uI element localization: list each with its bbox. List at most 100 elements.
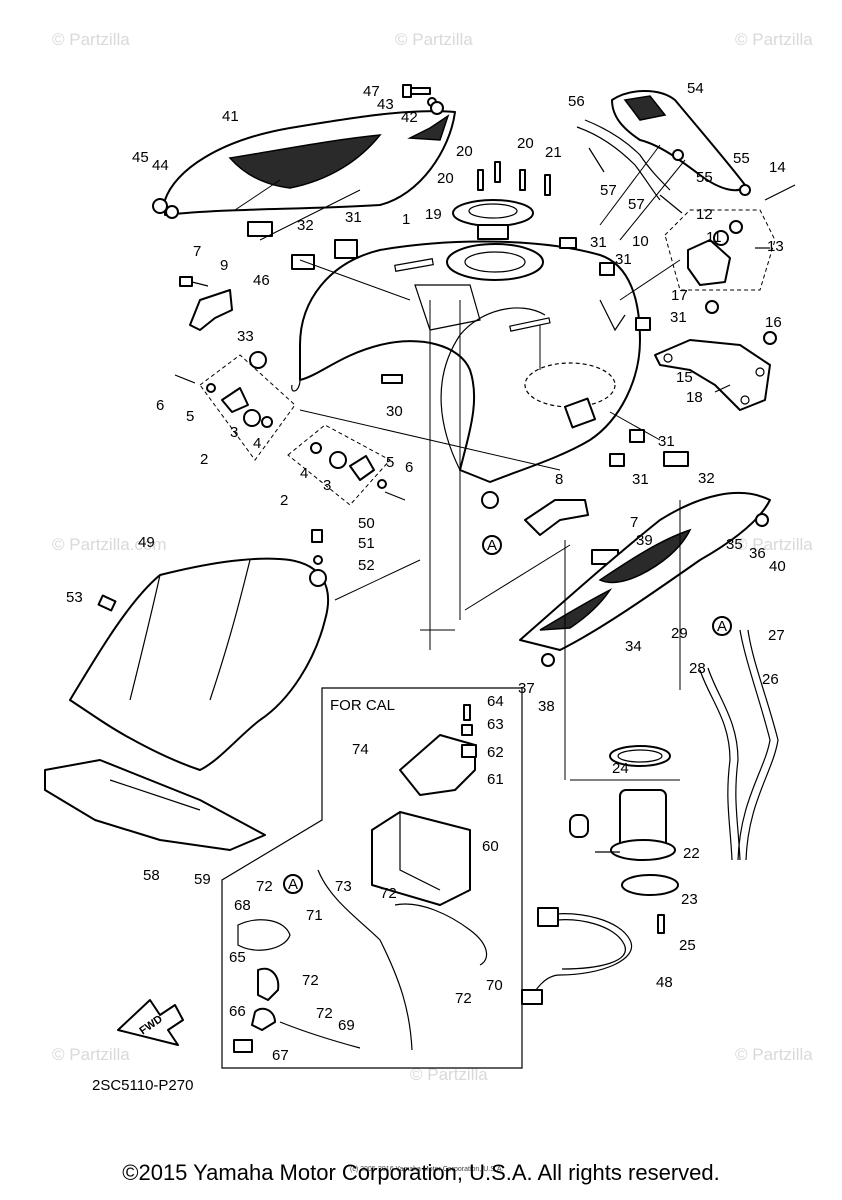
watermark: © Partzilla: [410, 1065, 488, 1084]
callout-22: 22: [683, 845, 700, 862]
hose-26: [737, 629, 771, 861]
watermark: © Partzilla.com: [52, 535, 167, 554]
callout-2: 2: [200, 451, 208, 468]
callout-43: 43: [377, 96, 394, 113]
callout-55: 55: [733, 150, 750, 167]
watermarks: © Partzilla © Partzilla © Partzilla © Pa…: [52, 30, 813, 1084]
grommet-28: [481, 491, 499, 509]
callout-13: 13: [767, 238, 784, 255]
callout-31: 31: [345, 209, 362, 226]
diagram-code: 2SC5110-P270: [92, 1077, 193, 1094]
watermark: © Partzilla: [735, 30, 813, 49]
ref-circle-a: [712, 616, 732, 636]
callout-32: 32: [297, 217, 314, 234]
callout-50: 50: [358, 515, 375, 532]
callout-6: 6: [405, 459, 413, 476]
callout-68: 68: [234, 897, 251, 914]
hose-28-edge: [707, 667, 741, 861]
callout-40: 40: [769, 558, 786, 575]
bolt-53: [97, 594, 117, 612]
callout-5: 5: [186, 408, 194, 425]
callout-25: 25: [679, 937, 696, 954]
pad-32: [291, 254, 315, 270]
callout-56: 56: [568, 93, 585, 110]
bolt-47: [402, 84, 444, 115]
hose-26-edge: [745, 629, 779, 861]
callout-31: 31: [615, 251, 632, 268]
callout-74: 74: [352, 741, 369, 758]
callout-12: 12: [696, 206, 713, 223]
callout-55: 55: [696, 169, 713, 186]
small-copyright: (c) 2005-2016 Yamaha Motor Corporation, …: [350, 1166, 503, 1173]
connector: [537, 907, 559, 927]
callout-32: 32: [698, 470, 715, 487]
callout-73: 73: [335, 878, 352, 895]
callout-72: 72: [256, 878, 273, 895]
clip-31: [599, 262, 615, 276]
callout-72: 72: [302, 972, 319, 989]
clip-31: [559, 237, 577, 249]
callout-18: 18: [686, 389, 703, 406]
ref-circle-a: [283, 874, 303, 894]
for-cal-label: FOR CAL: [330, 697, 395, 714]
callout-30: 30: [386, 403, 403, 420]
callout-16: 16: [765, 314, 782, 331]
clip-31: [635, 317, 651, 331]
callout-51: 51: [358, 535, 375, 552]
callout-23: 23: [681, 891, 698, 908]
copyright-footer: ©2015 Yamaha Motor Corporation, U.S.A. A…: [122, 1160, 720, 1185]
callout-9: 9: [220, 257, 228, 274]
construction-lines: [234, 144, 686, 781]
callout-33: 33: [237, 328, 254, 345]
damper-set-lower: [287, 424, 406, 506]
callout-5: 5: [386, 454, 394, 471]
callout-72: 72: [455, 990, 472, 1007]
ref-circle-a: [482, 535, 502, 555]
hose-48: [529, 913, 633, 1001]
callout-58: 58: [143, 867, 160, 884]
callout-72: 72: [380, 885, 397, 902]
callout-11: 11: [706, 229, 722, 246]
callout-59: 59: [194, 871, 211, 888]
callout-41: 41: [222, 108, 239, 125]
watermark: © Partzilla: [395, 30, 473, 49]
callout-28: 28: [689, 660, 706, 677]
bracket-left: [179, 276, 233, 331]
clip-31: [629, 429, 645, 443]
callout-34: 34: [625, 638, 642, 655]
filler-cap: [452, 161, 551, 240]
callout-31: 31: [670, 309, 687, 326]
callout-49: 49: [138, 534, 155, 551]
callout-37: 37: [518, 680, 535, 697]
callout-62: 62: [487, 744, 504, 761]
hose-48-edge: [547, 919, 627, 970]
callout-31: 31: [632, 471, 649, 488]
pad-46: [247, 221, 273, 237]
callout-64: 64: [487, 693, 504, 710]
pad-30: [381, 374, 403, 384]
callout-6: 6: [156, 397, 164, 414]
callout-70: 70: [486, 977, 503, 994]
callout-2: 2: [280, 492, 288, 509]
callout-57: 57: [600, 182, 617, 199]
callout-35: 35: [726, 536, 743, 553]
bracket-8: [524, 499, 589, 536]
side-cover-49: [69, 529, 330, 771]
callout-63: 63: [487, 716, 504, 733]
ref-a-label: A: [487, 537, 497, 554]
fuel-pump: [569, 745, 679, 934]
callout-67: 67: [272, 1047, 289, 1064]
callout-54: 54: [687, 80, 704, 97]
callout-21: 21: [545, 144, 562, 161]
callout-71: 71: [306, 907, 323, 924]
watermark: © Partzilla: [52, 1045, 130, 1064]
callout-38: 38: [538, 698, 555, 715]
callout-45: 45: [132, 149, 149, 166]
callout-24: 24: [612, 760, 629, 777]
callout-53: 53: [66, 589, 83, 606]
ref-a-label: A: [717, 618, 727, 635]
callout-66: 66: [229, 1003, 246, 1020]
callout-20: 20: [437, 170, 454, 187]
